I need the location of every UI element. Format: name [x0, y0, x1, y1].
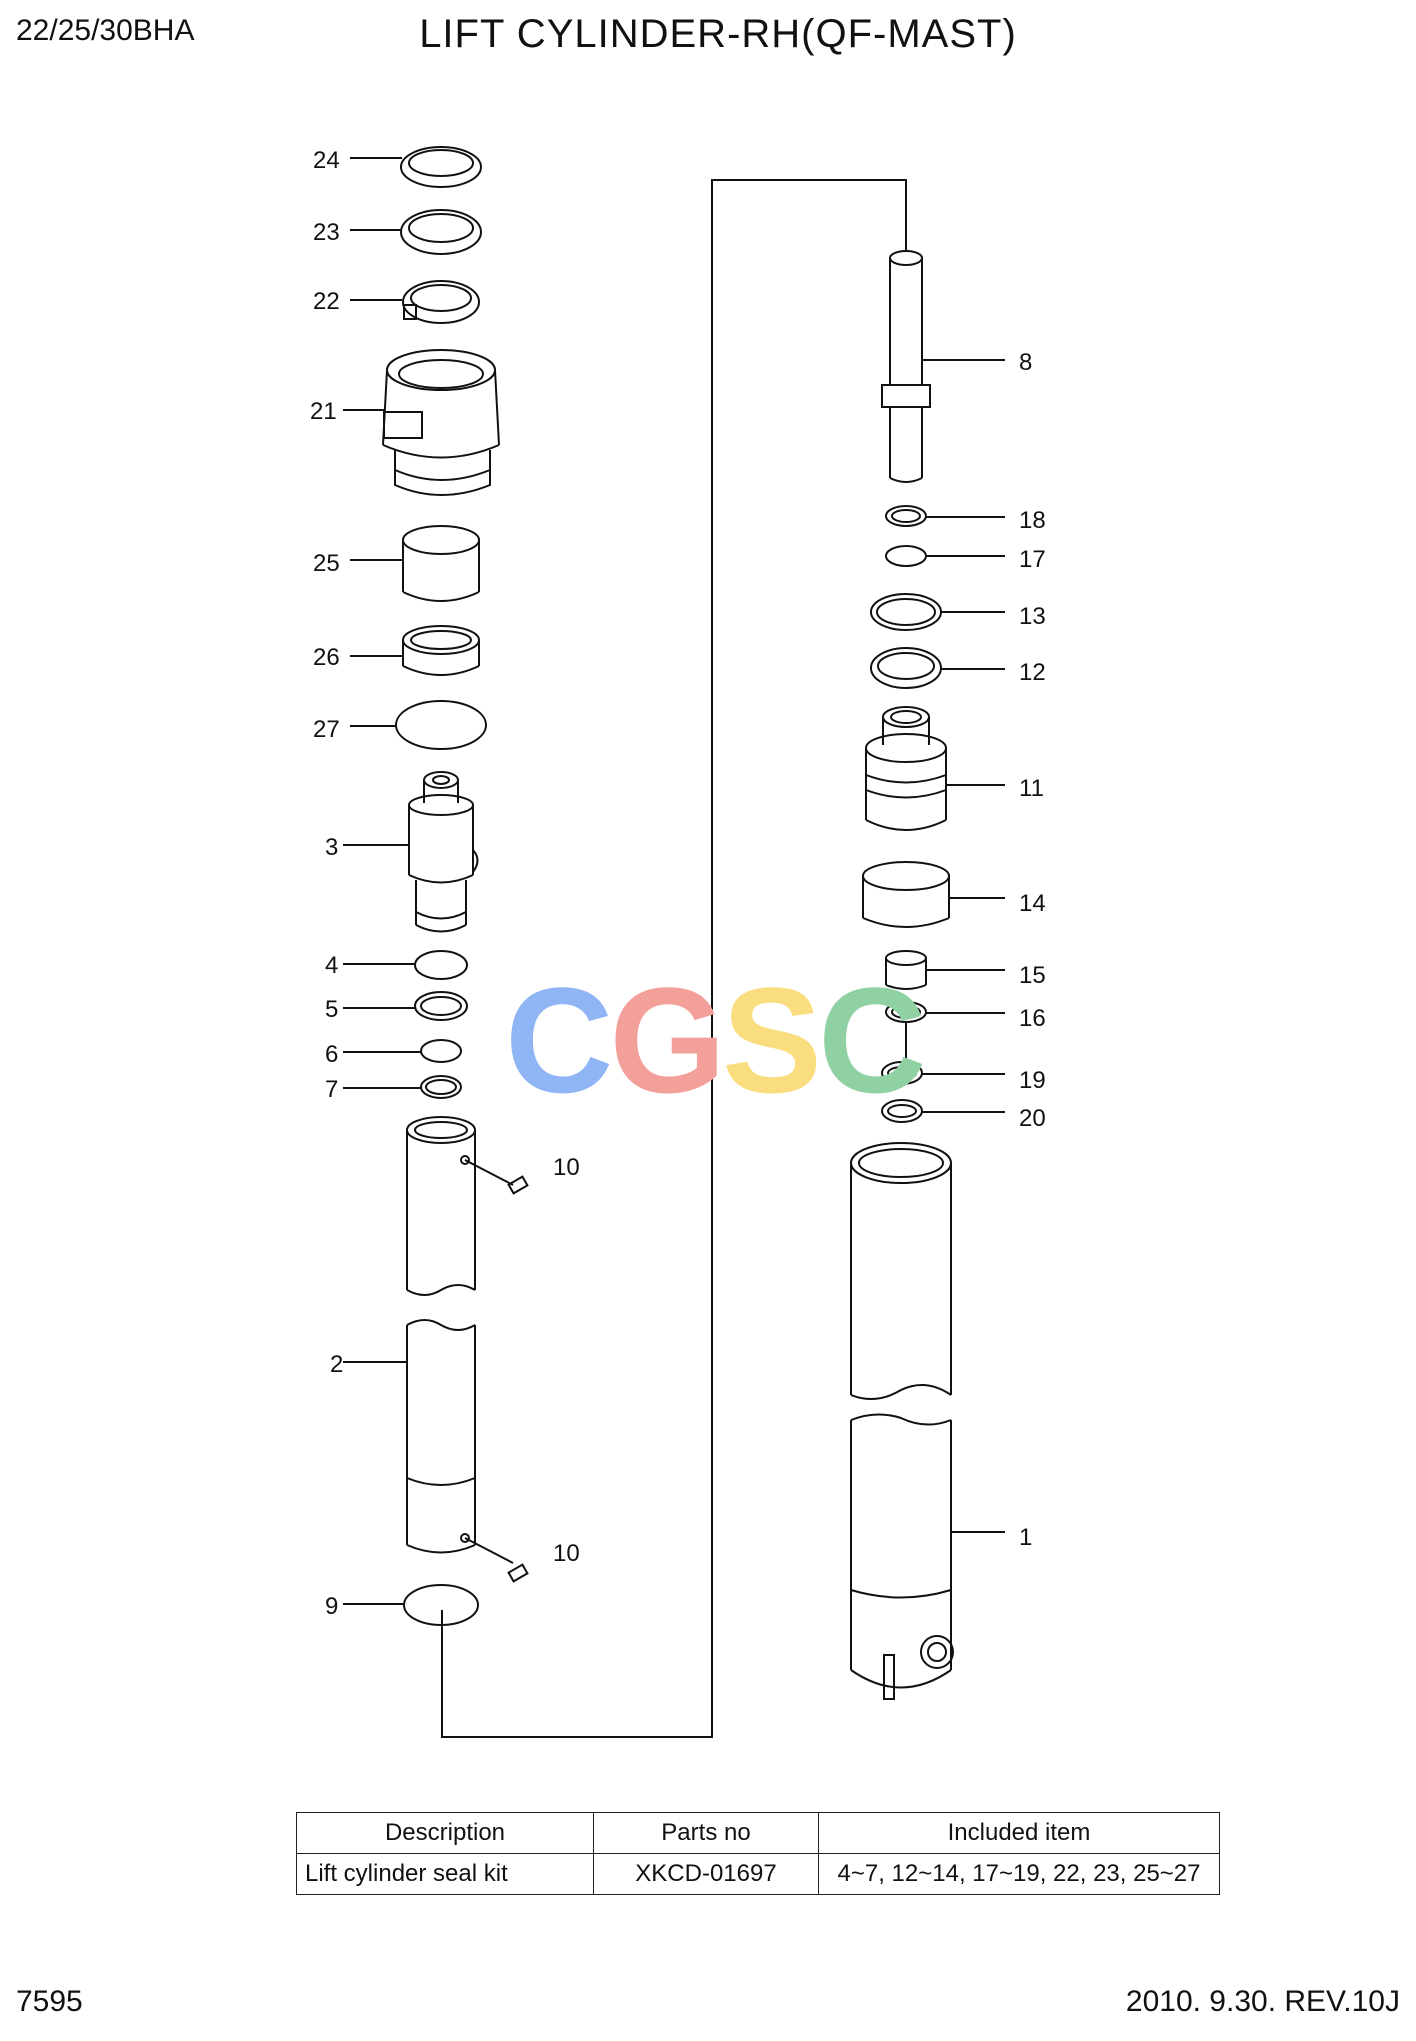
cell-parts-no: XKCD-01697	[593, 1853, 819, 1895]
part-15-plug	[885, 950, 1005, 990]
callout-26: 26	[313, 644, 340, 671]
callout-2: 2	[330, 1351, 343, 1378]
page-title: LIFT CYLINDER-RH(QF-MAST)	[419, 12, 1017, 56]
model-code: 22/25/30BHA	[16, 14, 195, 47]
callout-6: 6	[325, 1041, 338, 1068]
revision-date: 2010. 9.30. REV.10J	[1125, 1985, 1400, 2018]
part-5-seal	[343, 991, 468, 1021]
part-21-gland	[343, 349, 500, 496]
callout-12: 12	[1019, 659, 1046, 686]
assembly-connector-line	[441, 179, 907, 1738]
part-19-ring	[881, 1061, 1005, 1085]
watermark-letter: S	[722, 956, 822, 1124]
cell-included-item: 4~7, 12~14, 17~19, 22, 23, 25~27	[818, 1853, 1220, 1895]
table-header-row: Description Parts no Included item	[296, 1812, 1220, 1854]
callout-25: 25	[313, 550, 340, 577]
page-number: 7595	[16, 1985, 83, 2018]
part-12-ring	[870, 647, 1005, 689]
callout-8: 8	[1019, 349, 1032, 376]
part-23-ring	[350, 209, 482, 255]
callout-20: 20	[1019, 1105, 1046, 1132]
callout-11: 11	[1019, 775, 1044, 802]
callout-21: 21	[310, 398, 337, 425]
callout-24: 24	[313, 147, 340, 174]
watermark-letter: G	[609, 956, 726, 1124]
part-2-piston-rod	[343, 1116, 514, 1564]
part-25-bushing	[350, 525, 480, 602]
part-11-piston	[865, 706, 1005, 831]
callout-1: 1	[1019, 1524, 1032, 1551]
header-description: Description	[296, 1812, 594, 1854]
callout-10-lower: 10	[553, 1540, 580, 1567]
part-24-snap-ring	[350, 146, 482, 188]
watermark-letter: C	[818, 956, 926, 1124]
callout-3: 3	[325, 834, 338, 861]
callout-22: 22	[313, 288, 340, 315]
header-parts-no: Parts no	[593, 1812, 819, 1854]
part-3-piston-head	[343, 771, 479, 933]
part-13-snap-ring	[870, 593, 1005, 631]
watermark-letter: C	[505, 956, 613, 1124]
callout-5: 5	[325, 996, 338, 1023]
watermark-logo: CGSC	[505, 956, 926, 1124]
callout-17: 17	[1019, 546, 1046, 573]
callout-23: 23	[313, 219, 340, 246]
part-27-o-ring	[350, 700, 487, 750]
callout-4: 4	[325, 952, 338, 979]
part-17-o-ring	[885, 545, 1005, 567]
part-10-set-screw-lower	[507, 1563, 529, 1583]
table-row: Lift cylinder seal kit XKCD-01697 4~7, 1…	[296, 1853, 1220, 1895]
callout-16: 16	[1019, 1005, 1046, 1032]
part-20-ring	[881, 1099, 1005, 1123]
part-10-set-screw-upper	[507, 1175, 529, 1195]
callout-18: 18	[1019, 507, 1046, 534]
seal-kit-table: Description Parts no Included item Lift …	[296, 1812, 1220, 1895]
callout-9: 9	[325, 1593, 338, 1620]
callout-27: 27	[313, 716, 340, 743]
part-22-split-ring	[350, 280, 480, 324]
part-1-cylinder-tube	[850, 1142, 1005, 1700]
callout-7: 7	[325, 1076, 338, 1103]
callout-15: 15	[1019, 962, 1046, 989]
header-included-item: Included item	[818, 1812, 1220, 1854]
callout-14: 14	[1019, 890, 1046, 917]
part-8-rod	[881, 250, 1005, 483]
part-14-bushing	[862, 861, 1005, 928]
callout-13: 13	[1019, 603, 1046, 630]
part-9-o-ring	[343, 1584, 479, 1626]
part-26-ring	[350, 625, 480, 676]
callout-10-upper: 10	[553, 1154, 580, 1181]
part-18-ring	[885, 505, 1005, 527]
callout-19: 19	[1019, 1067, 1046, 1094]
part-6-o-ring	[343, 1039, 462, 1063]
part-4-o-ring	[343, 950, 468, 980]
cell-description: Lift cylinder seal kit	[296, 1853, 594, 1895]
part-7-ring	[343, 1075, 462, 1099]
